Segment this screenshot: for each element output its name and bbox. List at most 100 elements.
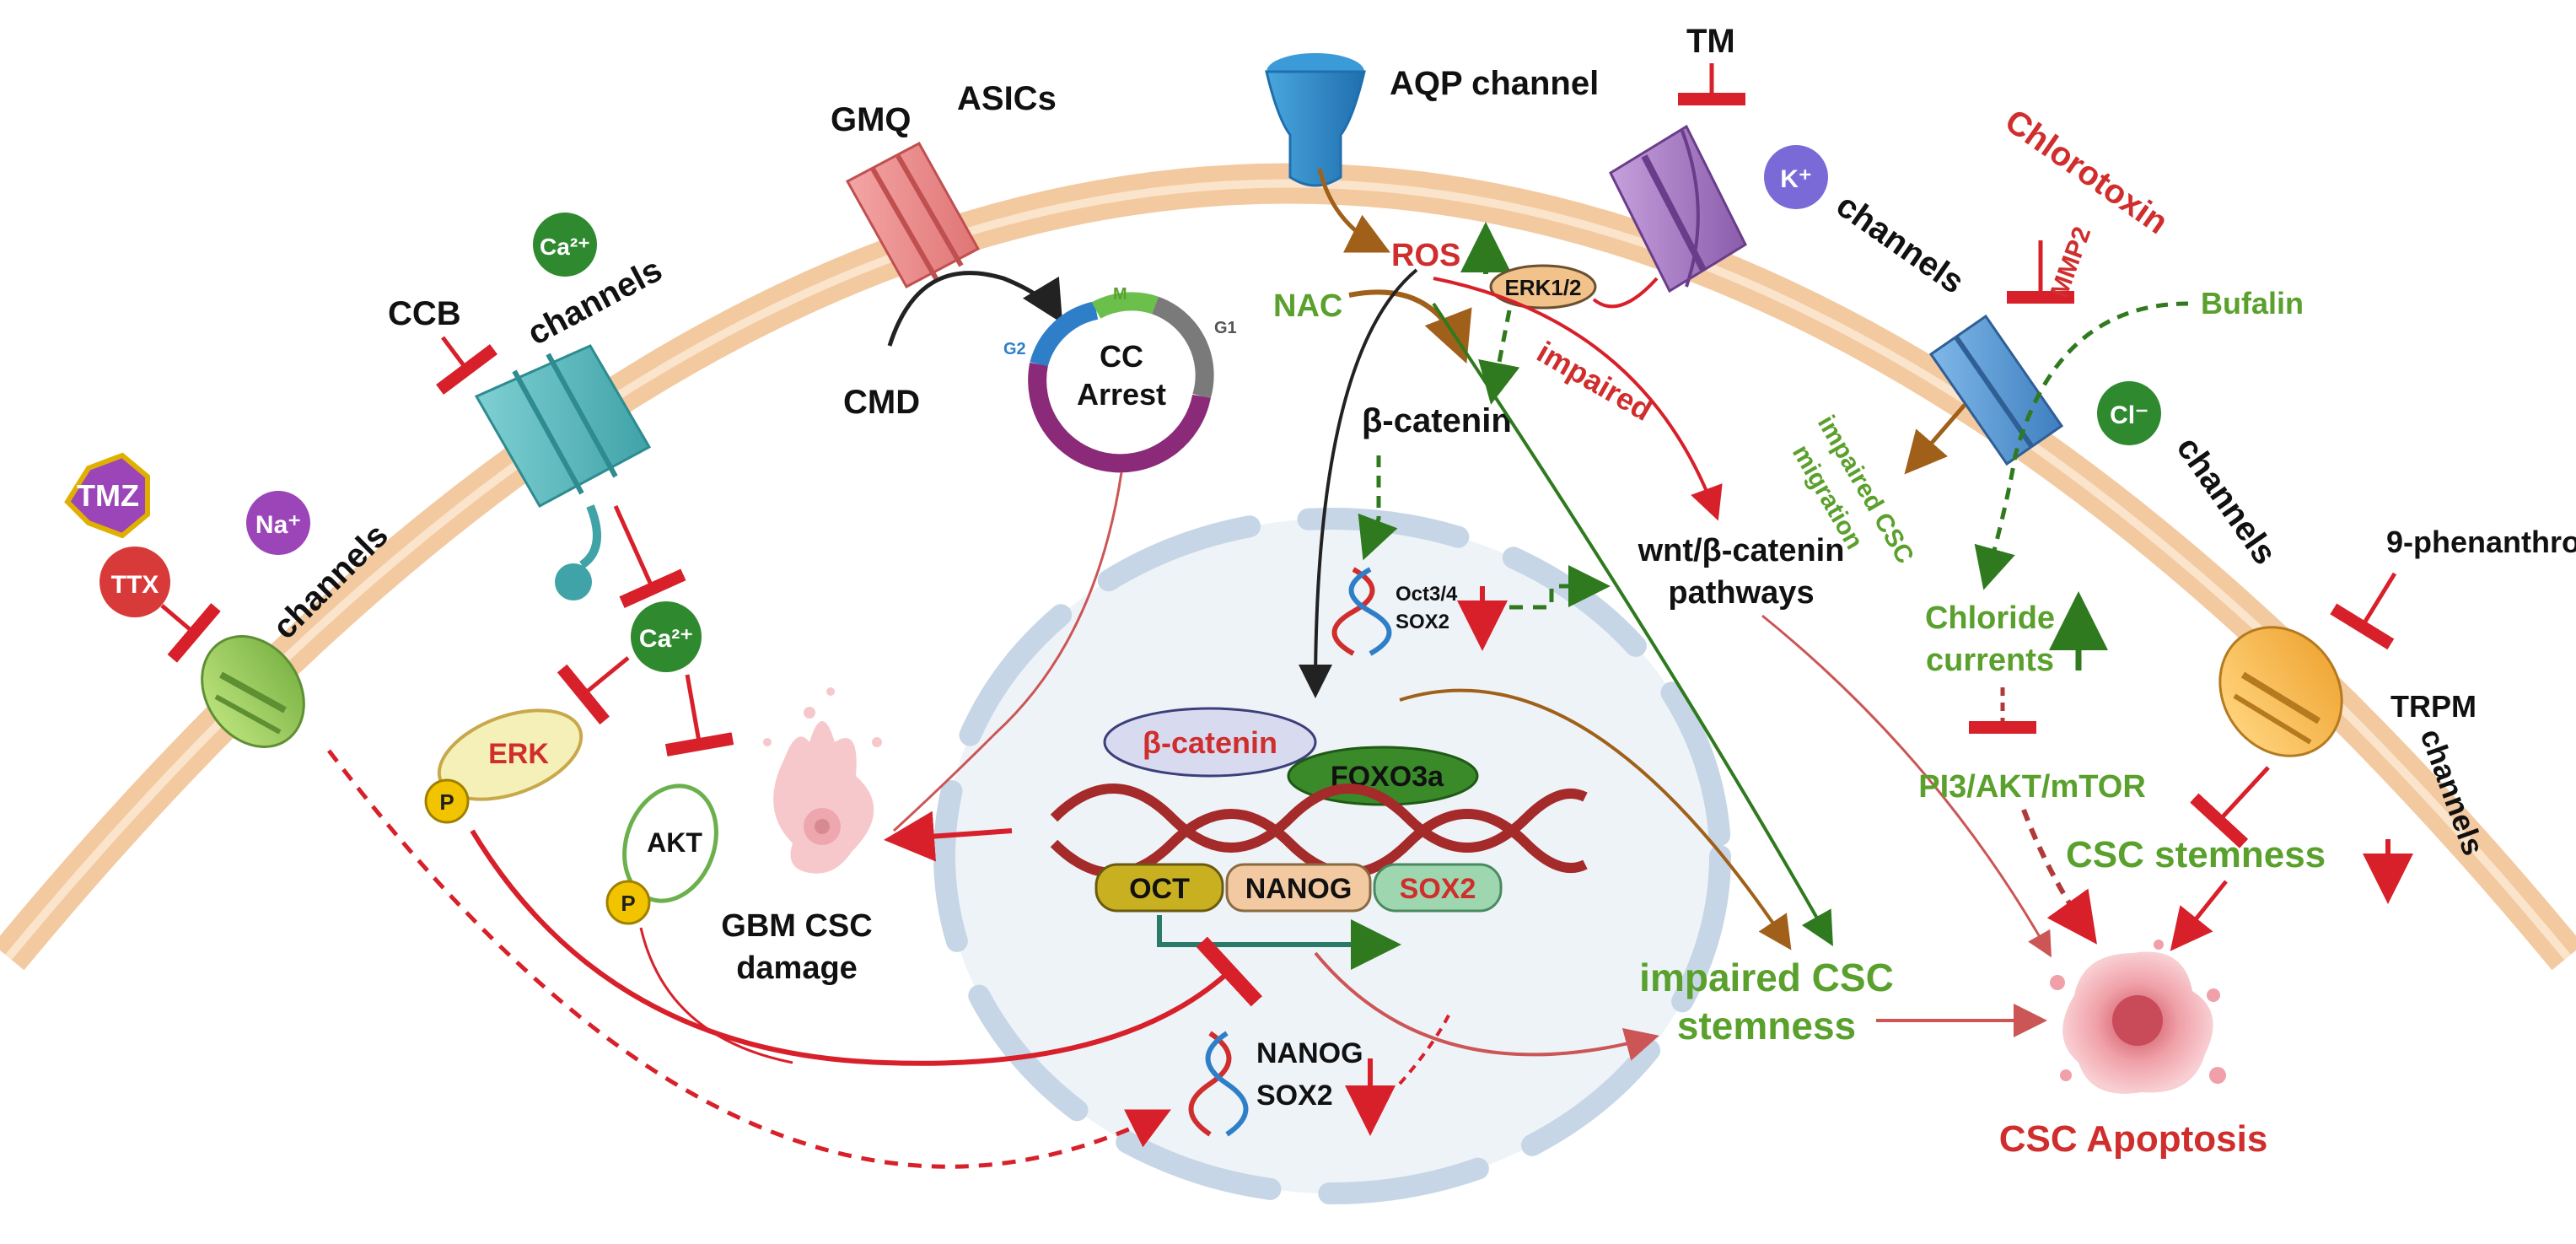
k-ion-label: K⁺ — [1780, 165, 1812, 193]
stemness-to-apoptosis-arrow — [2170, 880, 2228, 951]
nucleus-to-stemness-brown — [1399, 688, 1792, 951]
oct-label: OCT — [1129, 873, 1190, 905]
cl-ion: Cl⁻ — [2097, 381, 2161, 445]
erk-to-nucleus-inhibition — [470, 829, 1262, 1066]
wnt-to-apoptosis — [1761, 614, 2052, 958]
k-channels-label: channels — [1830, 186, 1971, 301]
oct34-to-wnt-dashed — [1509, 565, 1611, 610]
aqp-label: AQP channel — [1390, 65, 1599, 102]
sox2-box: SOX2 — [1373, 863, 1503, 913]
asic-channel-protein — [845, 141, 981, 289]
erk-label: ERK — [488, 738, 549, 770]
nucleus — [933, 508, 1731, 1204]
oct34-label: Oct3/4 — [1396, 583, 1458, 606]
ros-to-stemness-green — [1432, 302, 1833, 946]
aqp-to-ros-arrow — [1317, 168, 1390, 253]
na-ion-label: Na⁺ — [255, 511, 301, 539]
tmz-badge: TMZ — [64, 452, 150, 539]
oct-box: OCT — [1094, 863, 1224, 913]
ttx-badge: TTX — [99, 547, 170, 617]
bcatenin-label: β-catenin — [1362, 402, 1512, 439]
gbm-cell-icon — [763, 687, 882, 874]
gbm-damage-line2: damage — [736, 951, 858, 986]
na-ion: Na⁺ — [246, 491, 310, 555]
ca-ion-cyto: Ca²⁺ — [631, 601, 702, 672]
dna-icon-nanog — [1188, 1031, 1249, 1137]
akt-label: AKT — [647, 827, 702, 858]
phenanthrol-label: 9-phenanthrol — [2386, 525, 2576, 559]
tm-label: TM — [1686, 23, 1735, 60]
ca-to-cyto-inhibition — [613, 504, 686, 608]
cl-to-migration-arrow — [1904, 403, 1966, 475]
ccb-inhibition-line — [436, 336, 497, 395]
na-dashed-to-nanog — [327, 749, 1171, 1169]
k-ion: K⁺ — [1764, 145, 1828, 209]
wnt-label-line2: pathways — [1668, 575, 1814, 611]
impaired-csc-line1: impaired CSC — [1639, 956, 1894, 999]
pi3k-label: PI3/AKT/mTOR — [1918, 769, 2146, 805]
phase-s-label: S — [1113, 454, 1124, 472]
impaired-csc-line2: stemness — [1677, 1004, 1856, 1047]
apoptosis-cell-icon — [2050, 940, 2226, 1094]
nanog-to-stemness-dashed — [1398, 1011, 1452, 1085]
pi3k-to-apoptosis-dashed — [2021, 808, 2097, 945]
cl-ion-label: Cl⁻ — [2110, 401, 2148, 429]
nac-label: NAC — [1273, 288, 1342, 324]
ccb-label: CCB — [388, 295, 461, 332]
ros-to-wnt-arrow — [1433, 277, 1723, 521]
erk12-protein: ERK1/2 — [1489, 264, 1597, 310]
gmq-label: GMQ — [831, 101, 912, 138]
nanog-label: NANOG — [1245, 873, 1353, 905]
gbm-damage-arrow — [884, 810, 1013, 862]
asics-label: ASICs — [957, 80, 1057, 117]
ca-ion-cyto-label: Ca²⁺ — [639, 625, 693, 653]
mmp2-label: MMP2 — [2046, 223, 2097, 302]
trpm-line1: TRPM — [2390, 689, 2477, 724]
ttx-label: TTX — [111, 571, 159, 599]
nac-to-nucleus-arrow — [1299, 268, 1418, 698]
bcatenin-dashed — [1358, 455, 1398, 561]
erk12-dashed-down — [1478, 310, 1520, 405]
ttx-inhibition-line — [160, 603, 221, 663]
tmz-label: TMZ — [77, 478, 139, 513]
transcription-arrow — [1157, 915, 1401, 970]
cell-cycle-ring — [1028, 292, 1214, 473]
phenanthrol-inhibition — [2330, 572, 2397, 650]
cc-label-line1: CC — [1100, 339, 1143, 374]
ros-label: ROS — [1391, 238, 1460, 273]
trpm-to-stemness-inhibition — [2190, 766, 2270, 848]
gbm-damage-line1: GBM CSC — [721, 908, 872, 944]
phase-g1-label: G1 — [1214, 319, 1237, 337]
ca-akt-inhibition — [664, 674, 734, 757]
chlorotoxin-label: Chlorotoxin — [1998, 102, 2175, 241]
bufalin-label: Bufalin — [2201, 286, 2304, 320]
transcription-to-stemness — [1314, 951, 1659, 1061]
apoptosis-label: CSC Apoptosis — [1999, 1118, 2268, 1160]
phase-g2-label: G2 — [1003, 340, 1026, 358]
wnt-label-line1: wnt/β-catenin — [1638, 533, 1845, 568]
ca-ion-outer: Ca²⁺ — [533, 213, 597, 277]
bufalin-dashed — [1974, 301, 2189, 590]
sox2-low-label: SOX2 — [1256, 1080, 1333, 1112]
dna-icon-oct34 — [1331, 567, 1392, 656]
nanog-box: NANOG — [1225, 863, 1372, 913]
p-erk-label: P — [439, 789, 454, 815]
k-channel-protein — [1609, 124, 1747, 293]
cell-membrane — [0, 163, 2576, 971]
na-channel-protein — [201, 635, 305, 748]
ca-channel-protein — [474, 344, 652, 600]
cmd-label: CMD — [843, 384, 920, 421]
sox2-label: SOX2 — [1400, 873, 1476, 905]
trpm-channel-protein — [2218, 626, 2343, 757]
cmd-arrow — [887, 271, 1063, 347]
phase-m-label: M — [1113, 285, 1127, 304]
erk-protein: ERK P — [424, 708, 583, 824]
cc-label-line2: Arrest — [1077, 377, 1166, 412]
cl-channel-protein — [1928, 314, 2064, 466]
bcatenin-nuclear-label: β-catenin — [1143, 725, 1277, 760]
ca-erk-inhibition — [557, 656, 630, 725]
aqp-channel-protein — [1265, 53, 1366, 187]
chloride-line2: currents — [1926, 643, 2054, 678]
